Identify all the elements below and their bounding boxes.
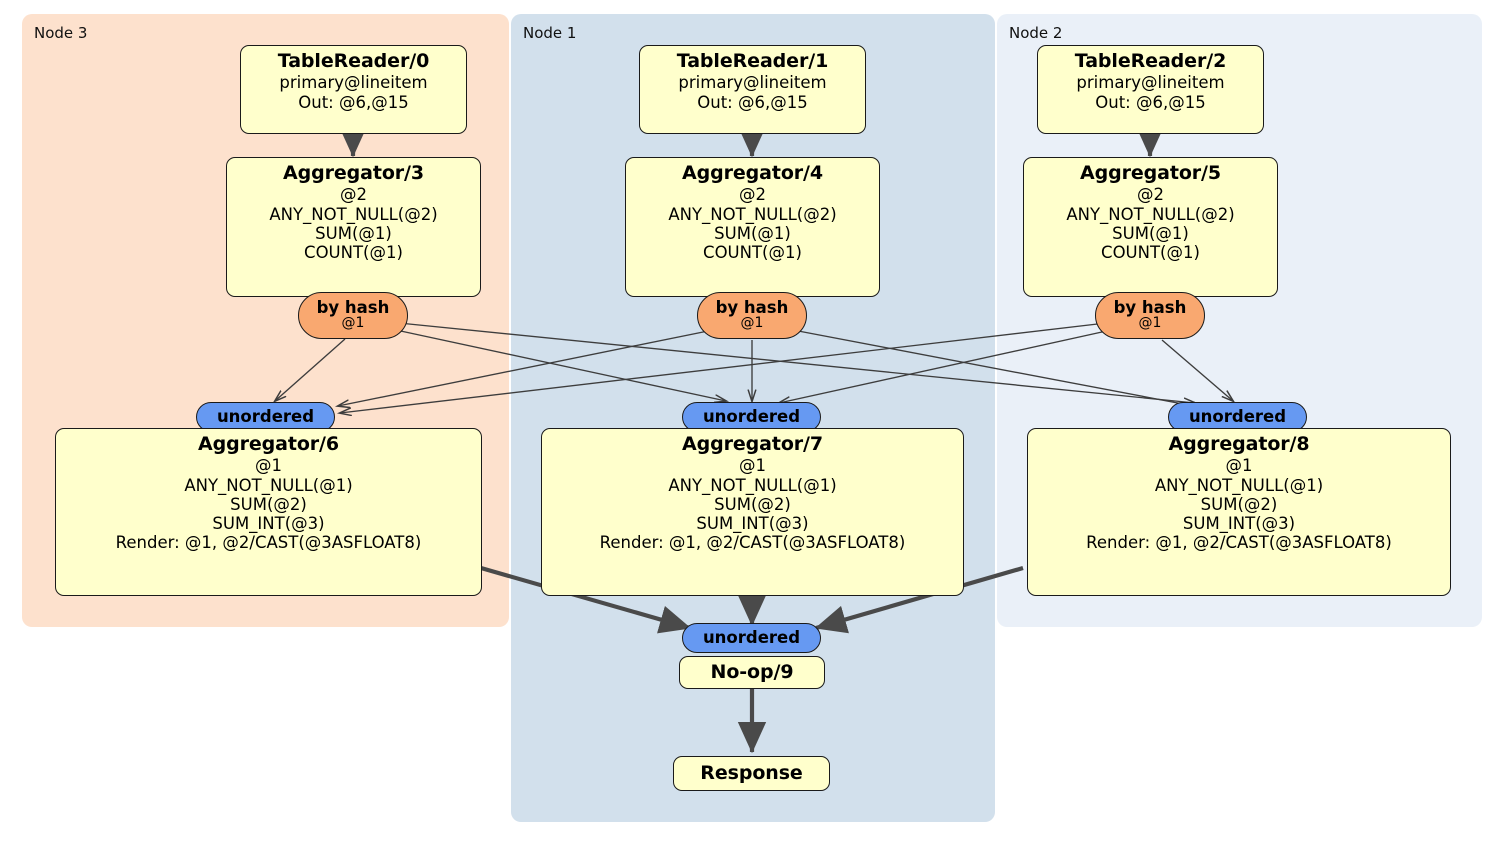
node-line: @1 [739,456,766,476]
node-line: SUM(@2) [230,494,307,514]
node-line: COUNT(@1) [304,243,403,263]
synchronizer-unordered-final[interactable]: unordered [682,623,821,653]
router-by-hash-left[interactable]: by hash @1 [298,292,408,339]
synchronizer-label: unordered [216,406,315,426]
router-column: @1 [740,315,764,332]
node-line: SUM_INT(@3) [212,514,325,534]
edge-tablereader-to-aggregator [338,125,1165,158]
router-column: @1 [1138,315,1162,332]
node-line: SUM(@2) [714,494,791,514]
node-line: SUM(@1) [315,223,392,243]
node-line: @1 [1225,456,1253,476]
node-title: No-op/9 [710,661,794,684]
node-noop-9[interactable]: No-op/9 [679,656,825,689]
node-tablereader-2[interactable]: TableReader/2 primary@lineitem Out: @6,@… [1037,45,1264,134]
node-line: SUM(@2) [1200,494,1278,514]
synchronizer-label: unordered [702,406,801,426]
node-line: ANY_NOT_NULL(@1) [668,475,837,495]
node-line: COUNT(@1) [1101,243,1200,263]
edge-aggregator-to-final-unordered [480,565,1024,634]
router-by-hash-right[interactable]: by hash @1 [1095,292,1205,339]
node-line: primary@lineitem [1076,73,1225,93]
node-title: TableReader/2 [1074,50,1227,72]
node-aggregator-5[interactable]: Aggregator/5 @2 ANY_NOT_NULL(@2) SUM(@1)… [1023,157,1278,297]
node-line: @2 [739,185,766,205]
node-tablereader-0[interactable]: TableReader/0 primary@lineitem Out: @6,@… [240,45,467,134]
node-line: @1 [255,456,282,476]
node-line: Out: @6,@15 [697,92,808,112]
node-response[interactable]: Response [673,756,830,791]
node-line: SUM(@1) [1112,223,1189,243]
node-line: SUM_INT(@3) [696,514,809,534]
node-title: Aggregator/6 [197,433,340,455]
node-line: COUNT(@1) [703,243,802,263]
node-line: ANY_NOT_NULL(@1) [1154,475,1324,495]
node-line: @2 [340,185,367,205]
panel-node1-label: Node 1 [523,24,577,42]
node-line: Render: @1, @2/CAST(@3ASFLOAT8) [599,533,906,553]
node-line: ANY_NOT_NULL(@2) [1066,204,1235,224]
node-aggregator-6[interactable]: Aggregator/6 @1 ANY_NOT_NULL(@1) SUM(@2)… [55,428,482,596]
node-title: Aggregator/5 [1079,162,1222,184]
node-line: Out: @6,@15 [1095,92,1206,112]
node-aggregator-7[interactable]: Aggregator/7 @1 ANY_NOT_NULL(@1) SUM(@2)… [541,428,964,596]
node-aggregator-4[interactable]: Aggregator/4 @2 ANY_NOT_NULL(@2) SUM(@1)… [625,157,880,297]
node-line: Render: @1, @2/CAST(@3ASFLOAT8) [115,533,422,553]
node-title: Aggregator/4 [681,162,824,184]
node-title: Aggregator/7 [681,433,824,455]
node-line: primary@lineitem [279,73,428,93]
node-line: ANY_NOT_NULL(@2) [668,204,837,224]
edge-hash-to-unordered-mesh [275,322,1233,413]
synchronizer-label: unordered [1188,406,1287,426]
node-line: ANY_NOT_NULL(@2) [269,204,438,224]
synchronizer-unordered-right[interactable]: unordered [1168,402,1307,432]
router-label: by hash [1113,297,1187,317]
router-label: by hash [715,297,789,317]
node-line: SUM(@1) [714,223,791,243]
panel-node3-label: Node 3 [34,24,88,42]
node-line: primary@lineitem [678,73,827,93]
node-tablereader-1[interactable]: TableReader/1 primary@lineitem Out: @6,@… [639,45,866,134]
panel-node2-label: Node 2 [1009,24,1063,42]
node-aggregator-3[interactable]: Aggregator/3 @2 ANY_NOT_NULL(@2) SUM(@1)… [226,157,481,297]
node-line: Out: @6,@15 [298,92,409,112]
router-by-hash-mid[interactable]: by hash @1 [697,292,807,339]
node-title: Aggregator/8 [1168,433,1310,455]
node-aggregator-8[interactable]: Aggregator/8 @1 ANY_NOT_NULL(@1) SUM(@2)… [1027,428,1451,596]
node-title: Aggregator/3 [282,162,425,184]
node-line: @2 [1137,185,1164,205]
node-title: Response [700,762,803,785]
node-line: Render: @1, @2/CAST(@3ASFLOAT8) [1086,533,1392,553]
node-line: SUM_INT(@3) [1182,514,1296,534]
node-title: TableReader/0 [277,50,430,72]
synchronizer-label: unordered [702,627,801,647]
node-title: TableReader/1 [676,50,829,72]
router-label: by hash [316,297,390,317]
node-line: ANY_NOT_NULL(@1) [184,475,353,495]
router-column: @1 [341,315,365,332]
